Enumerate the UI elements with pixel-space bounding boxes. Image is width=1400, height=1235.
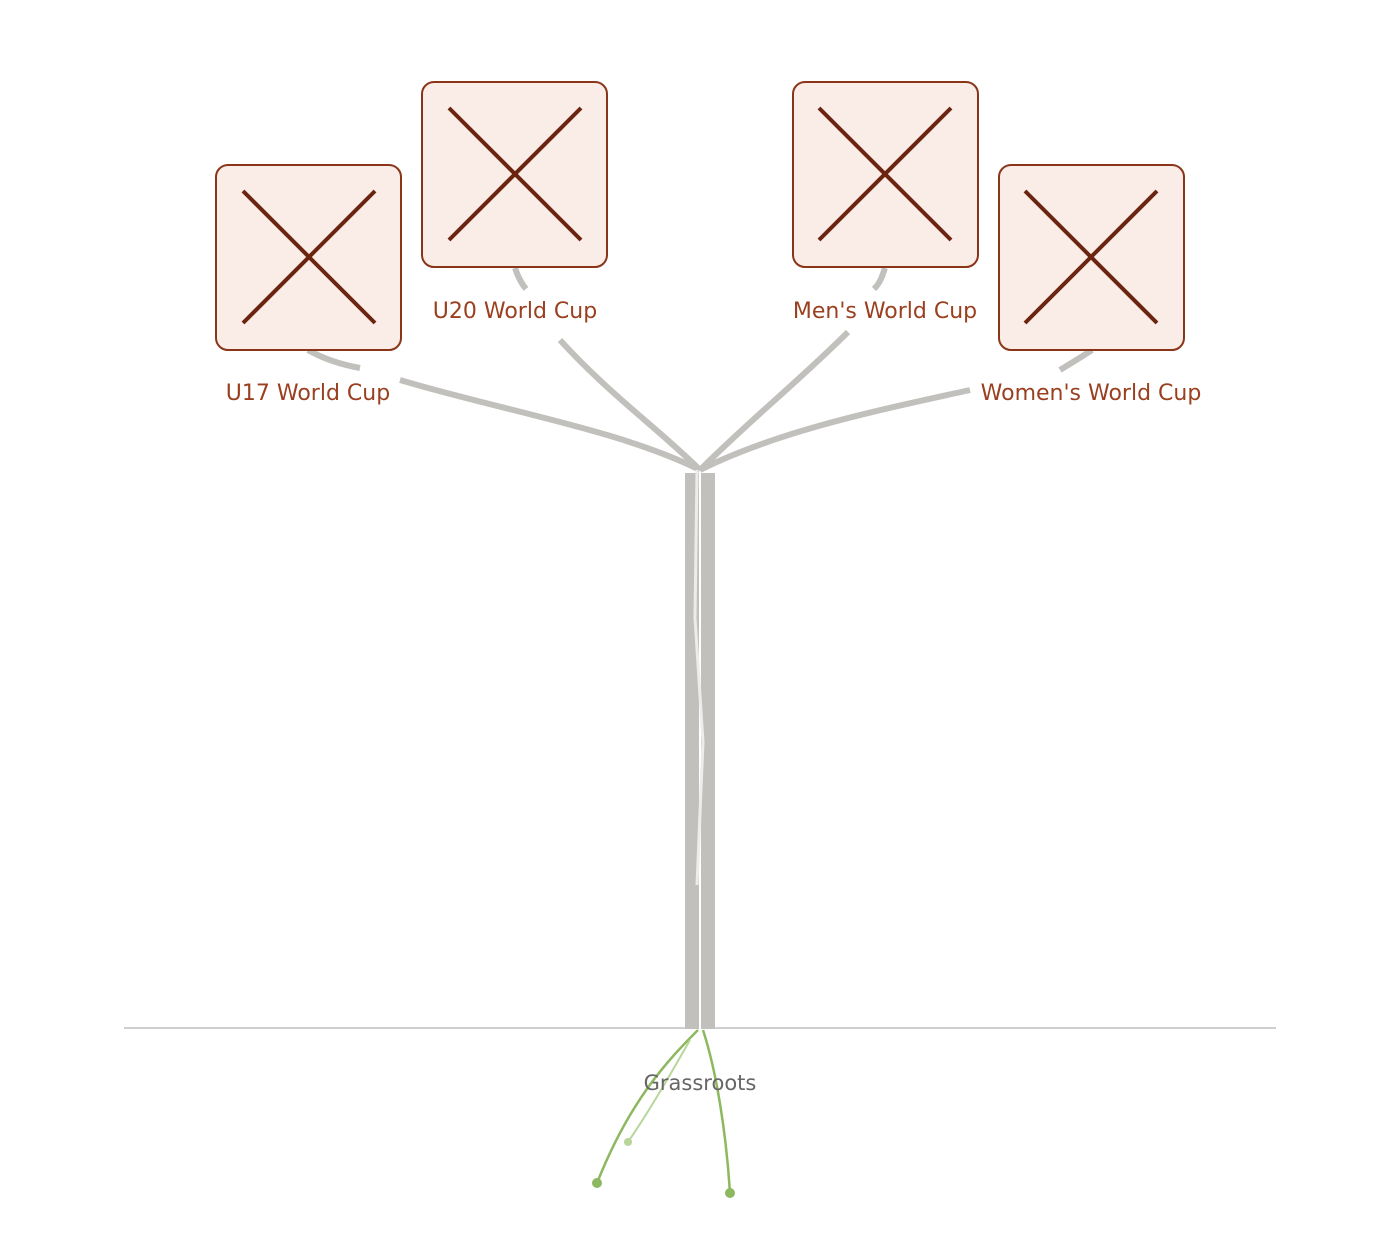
- branch-mens-stub: [871, 267, 888, 292]
- trunk-highlight: [693, 469, 705, 886]
- broken-image-icon: [447, 106, 583, 242]
- root-tip-left: [592, 1178, 602, 1188]
- grassroots-label: Grassroots: [644, 1071, 757, 1095]
- root-tip-right: [725, 1188, 735, 1198]
- trophy-node-u20[interactable]: U20 World Cup: [421, 81, 608, 324]
- branch-mens: [697, 329, 851, 473]
- branch-womens: [698, 387, 971, 473]
- root-left-light: [627, 1039, 691, 1143]
- branch-u17: [399, 377, 702, 473]
- root-left: [595, 1029, 699, 1184]
- trophy-node-u17[interactable]: U17 World Cup: [215, 164, 402, 406]
- trophy-label: U17 World Cup: [226, 381, 390, 406]
- broken-image-icon: [817, 106, 953, 242]
- branch-u20-stub: [512, 267, 529, 291]
- root-right: [701, 1029, 732, 1194]
- root-tip-left-light: [624, 1138, 632, 1146]
- branch-u20: [557, 337, 703, 473]
- trophy-label: Men's World Cup: [793, 299, 977, 324]
- trophy-label: Women's World Cup: [981, 381, 1202, 406]
- branch-u17-stub: [306, 347, 361, 371]
- trophy-label: U20 World Cup: [433, 299, 597, 324]
- trophy-node-womens[interactable]: Women's World Cup: [981, 164, 1202, 406]
- broken-image-icon: [1023, 189, 1159, 325]
- trophy-node-mens[interactable]: Men's World Cup: [792, 81, 979, 324]
- branch-womens-stub: [1058, 347, 1094, 373]
- broken-image-icon: [241, 189, 377, 325]
